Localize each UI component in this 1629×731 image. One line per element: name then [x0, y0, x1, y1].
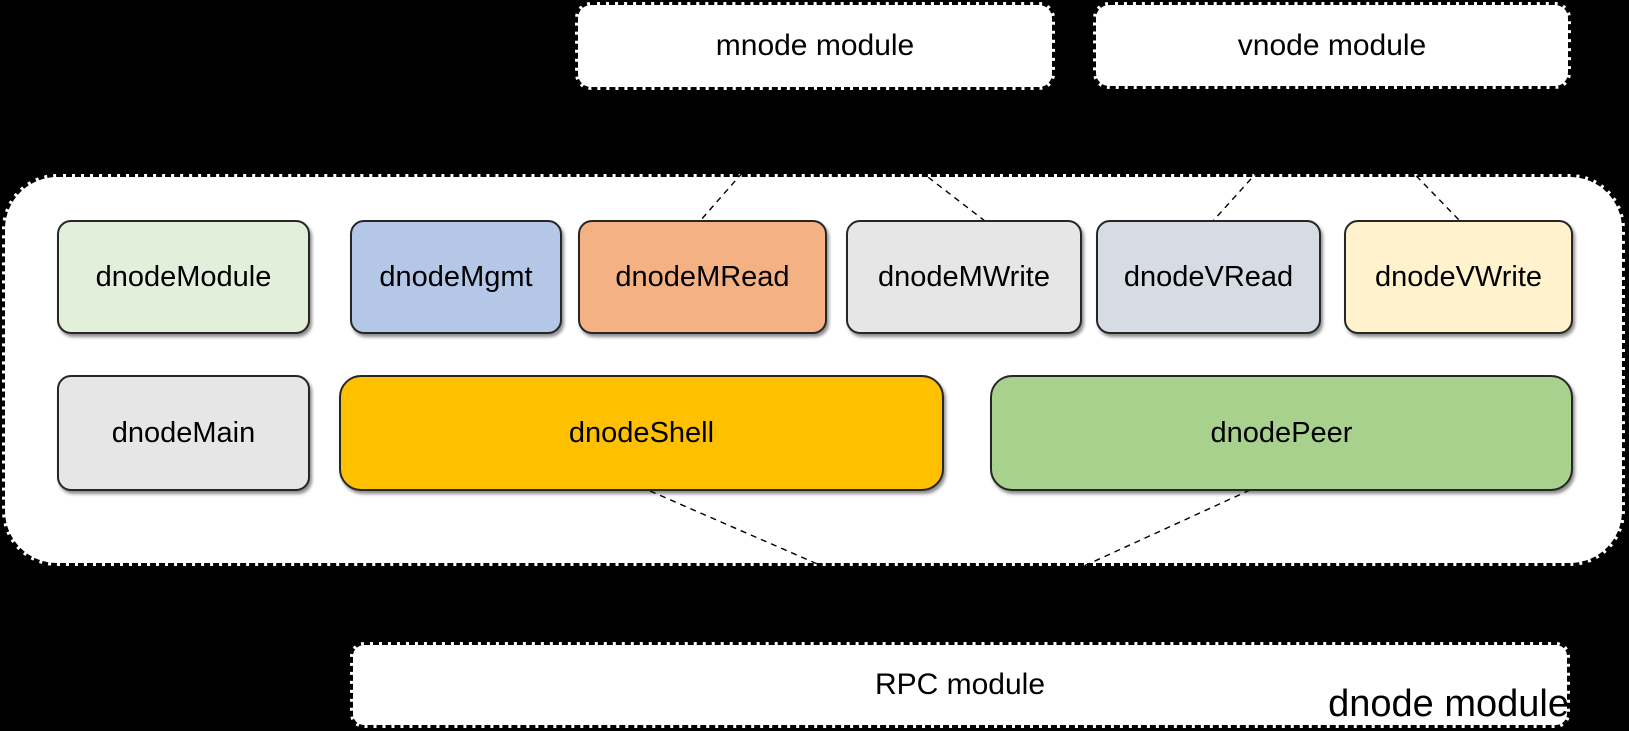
component-label: dnodeMWrite: [878, 260, 1050, 293]
component-box-dnodeVWrite: dnodeVWrite: [1344, 220, 1573, 334]
component-box-dnodeMgmt: dnodeMgmt: [350, 220, 562, 334]
mnode-module-label: mnode module: [715, 29, 915, 62]
component-box-dnodePeer: dnodePeer: [990, 375, 1573, 491]
rpc-module-box: RPC module: [350, 642, 1570, 728]
dnode-module-label: dnode module: [1328, 682, 1569, 725]
component-label: dnodePeer: [1210, 416, 1353, 449]
component-box-dnodeMWrite: dnodeMWrite: [846, 220, 1082, 334]
component-label: dnodeModule: [95, 260, 272, 293]
component-label: dnodeVRead: [1123, 260, 1294, 293]
rpc-module-label: RPC module: [874, 668, 1046, 701]
component-box-dnodeModule: dnodeModule: [57, 220, 310, 334]
component-label: dnodeShell: [568, 416, 715, 449]
component-label: dnodeMRead: [615, 260, 790, 293]
component-label: dnodeMain: [111, 416, 256, 449]
component-label: dnodeVWrite: [1374, 260, 1543, 293]
component-box-dnodeVRead: dnodeVRead: [1096, 220, 1321, 334]
vnode-module-box: vnode module: [1093, 2, 1571, 89]
mnode-module-box: mnode module: [575, 2, 1055, 90]
component-box-dnodeShell: dnodeShell: [339, 375, 944, 491]
component-box-dnodeMain: dnodeMain: [57, 375, 310, 491]
component-box-dnodeMRead: dnodeMRead: [578, 220, 827, 334]
vnode-module-label: vnode module: [1237, 28, 1427, 62]
component-label: dnodeMgmt: [379, 260, 533, 293]
